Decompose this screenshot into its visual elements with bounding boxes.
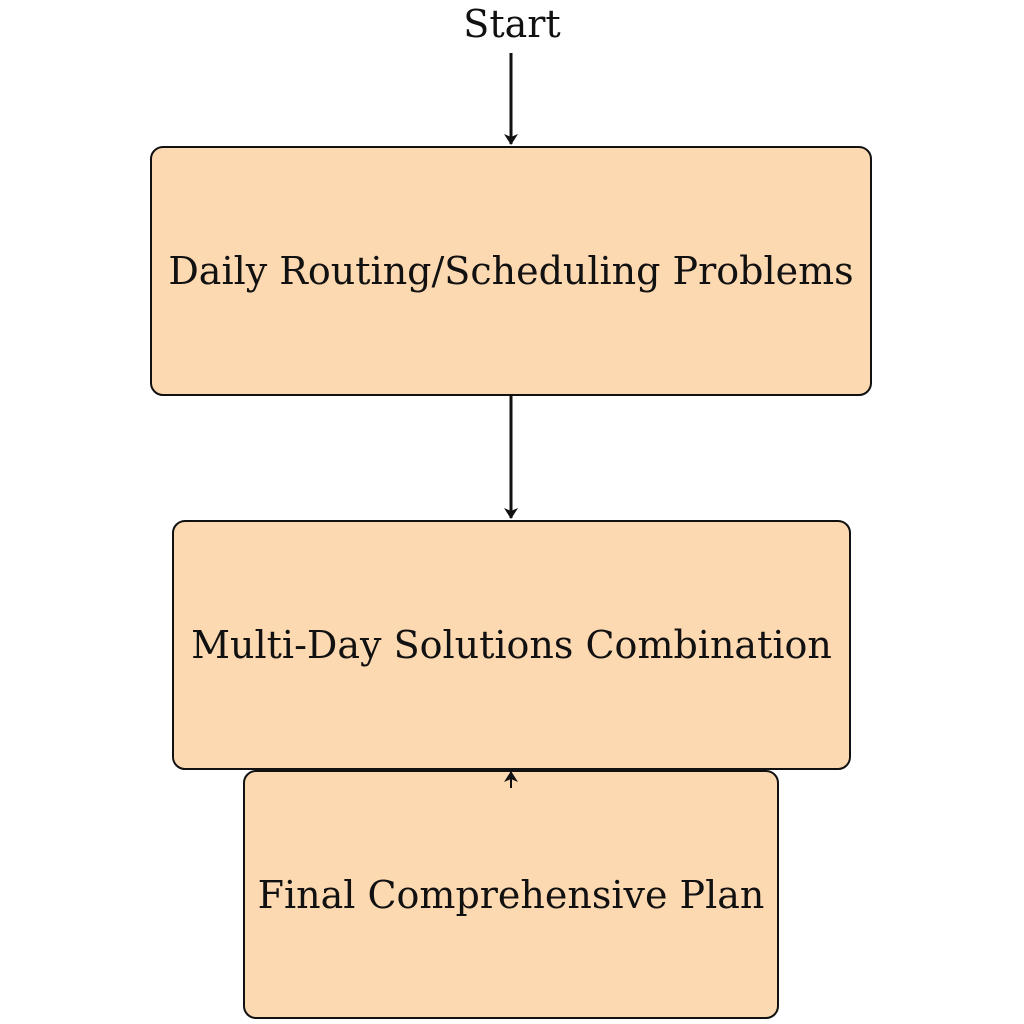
start-label: Start	[463, 2, 561, 46]
node-multi-day-combination-label: Multi-Day Solutions Combination	[191, 623, 832, 667]
node-daily-routing: Daily Routing/Scheduling Problems	[150, 146, 872, 396]
node-final-plan-label: Final Comprehensive Plan	[257, 872, 765, 917]
node-final-plan: Final Comprehensive Plan	[243, 770, 779, 1019]
node-daily-routing-label: Daily Routing/Scheduling Problems	[168, 249, 854, 293]
node-multi-day-combination: Multi-Day Solutions Combination	[172, 520, 851, 770]
